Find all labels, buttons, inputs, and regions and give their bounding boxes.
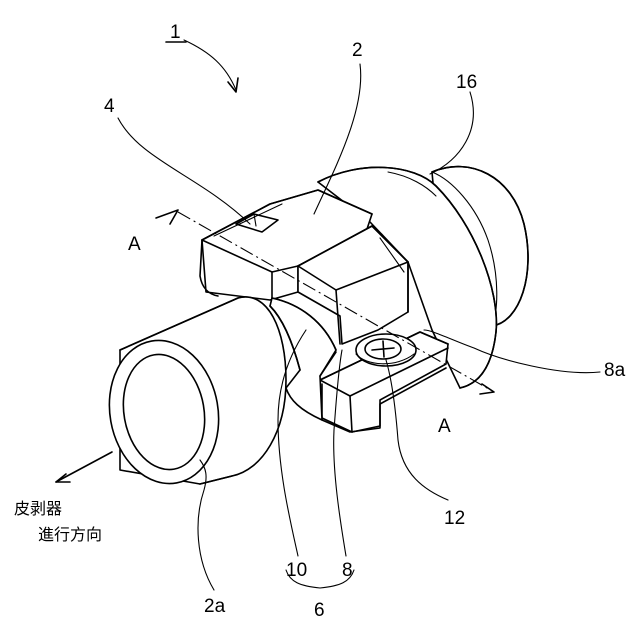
leader-lines bbox=[56, 40, 600, 590]
direction-caption-line1: 皮剥器 bbox=[14, 499, 62, 518]
label-8: 8 bbox=[342, 560, 353, 581]
front-cylinder bbox=[98, 297, 286, 492]
label-12: 12 bbox=[444, 508, 465, 529]
label-16: 16 bbox=[456, 72, 477, 93]
label-6: 6 bbox=[314, 600, 325, 621]
label-a-left: A bbox=[128, 234, 141, 255]
label-8a: 8a bbox=[604, 360, 626, 381]
label-10: 10 bbox=[286, 560, 307, 581]
label-2: 2 bbox=[352, 40, 363, 61]
label-a-right: A bbox=[438, 416, 451, 437]
label-1: 1 bbox=[170, 22, 181, 43]
direction-caption-line2: 進行方向 bbox=[38, 525, 102, 544]
label-4: 4 bbox=[104, 96, 115, 117]
label-2a: 2a bbox=[204, 596, 226, 617]
